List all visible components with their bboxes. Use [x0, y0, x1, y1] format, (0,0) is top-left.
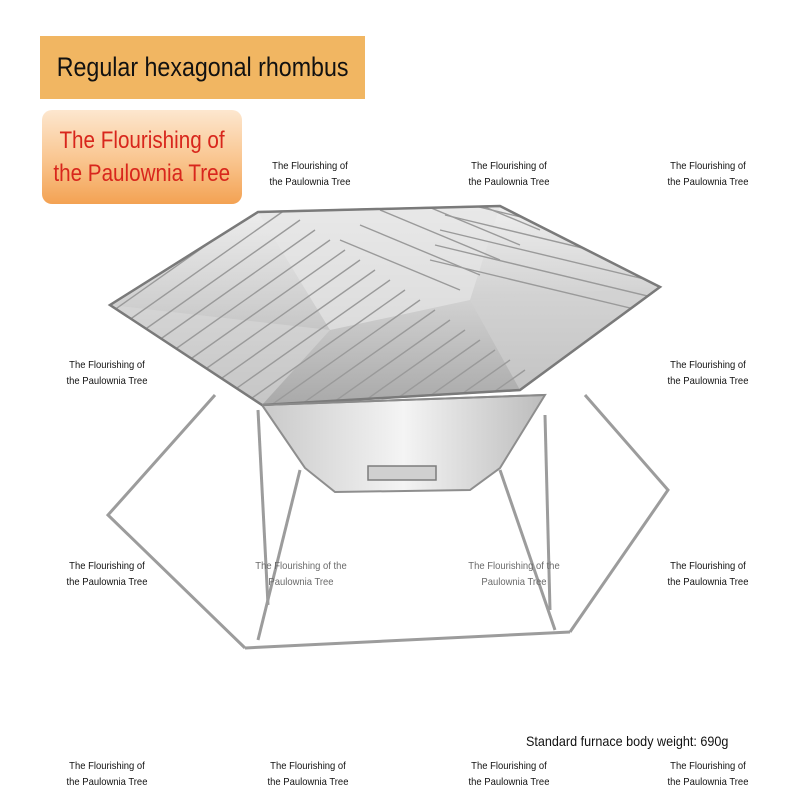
brand-line-2: the Paulownia Tree [53, 160, 231, 187]
weight-label: Standard furnace body weight: 690g [526, 733, 729, 749]
title-text: Regular hexagonal rhombus [56, 52, 349, 82]
grill-legs [105, 394, 670, 650]
brand-line-1: The Flourishing of [59, 127, 225, 154]
ash-vent [367, 465, 437, 481]
brand-badge: The Flourishing of the Paulownia Tree [42, 110, 242, 204]
title-banner: Regular hexagonal rhombus [40, 36, 365, 99]
